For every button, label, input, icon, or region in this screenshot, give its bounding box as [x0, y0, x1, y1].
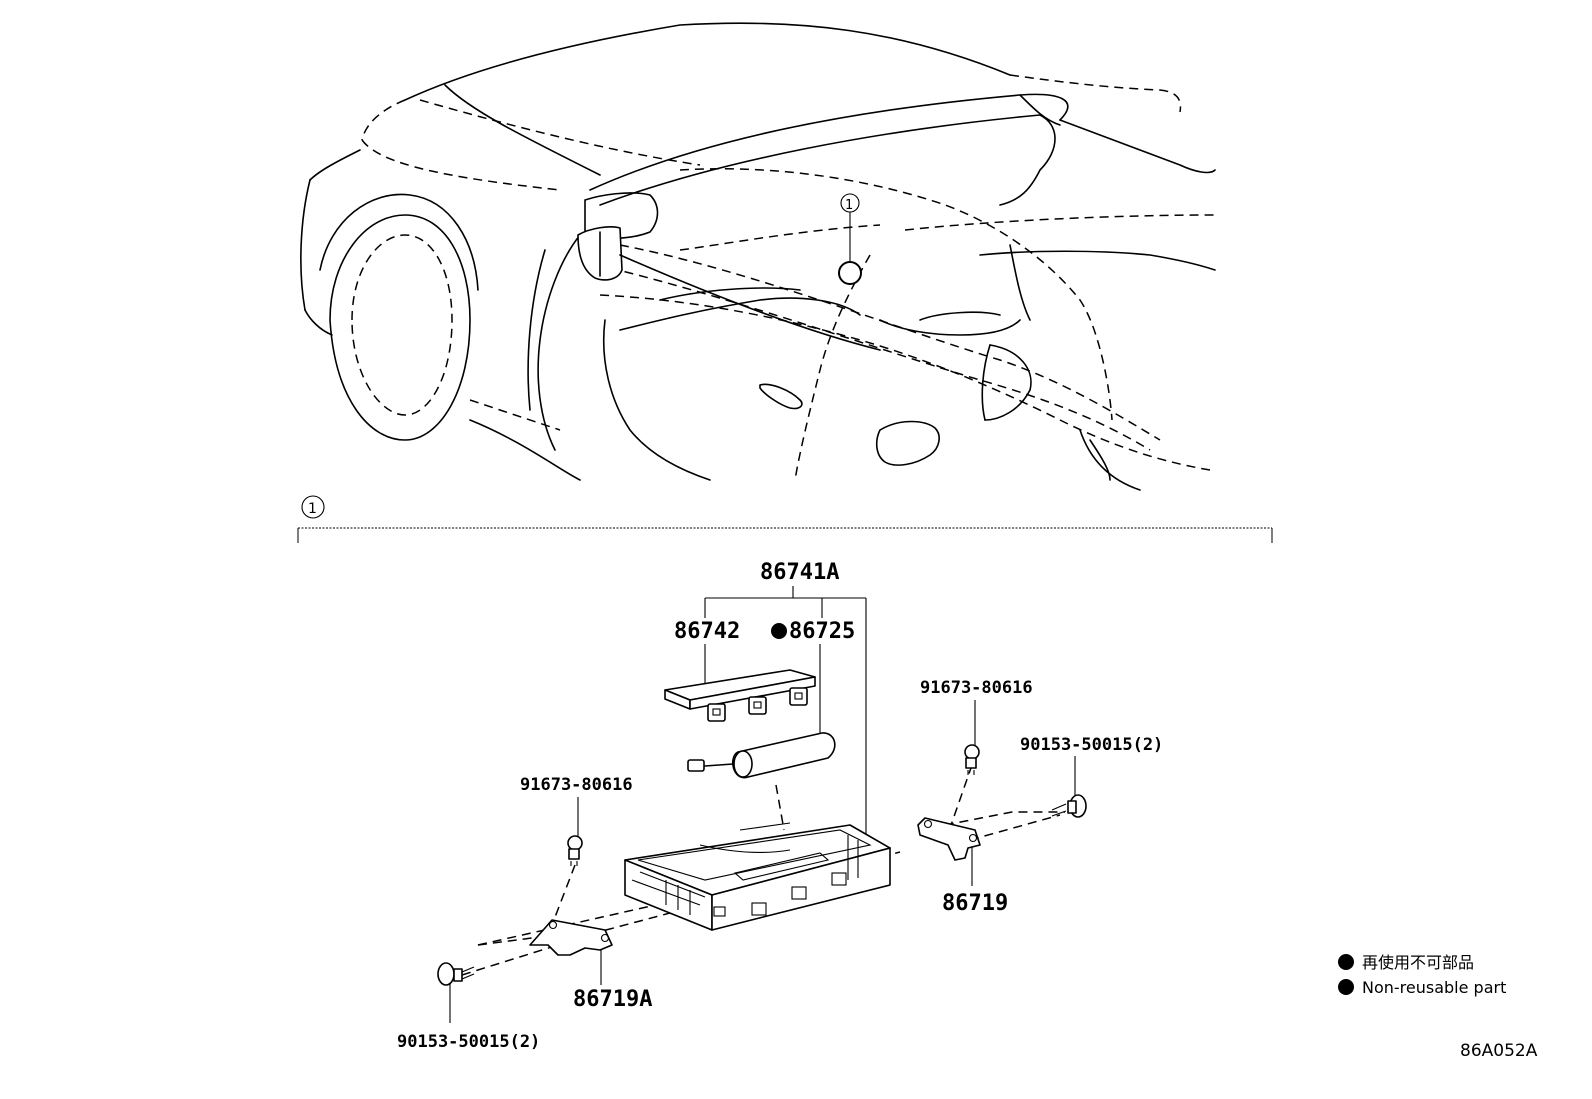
legend-bullet-en: [1338, 979, 1354, 995]
label-91673-80616-right: 91673-80616: [920, 678, 1033, 698]
legend: 再使用不可部品 Non-reusable part: [1338, 953, 1506, 997]
leader-lines: [449, 586, 1076, 1023]
label-90153-50015-right: 90153-50015(2): [1020, 735, 1163, 755]
vehicle-illustration: 1: [300, 22, 1216, 491]
legend-text-jp: 再使用不可部品: [1362, 953, 1474, 972]
part-ecu-86741A: [624, 822, 891, 931]
label-86719A: 86719A: [573, 987, 652, 1012]
label-86742: 86742: [674, 619, 740, 644]
part-bracket-86719: [917, 817, 981, 861]
section-callout-number: 1: [308, 501, 317, 517]
label-91673-80616-left: 91673-80616: [520, 775, 633, 795]
section-bracket: 1: [297, 495, 1273, 543]
vehicle-callout-number: 1: [845, 198, 853, 213]
label-90153-50015-left: 90153-50015(2): [397, 1032, 540, 1052]
part-bolt-91673-right: [964, 744, 980, 775]
part-labels: 86741A 86742 86725 91673-80616 90153-500…: [397, 560, 1163, 1052]
part-cover-86742: [664, 669, 816, 722]
part-bracket-86719A: [529, 919, 613, 956]
label-86725: 86725: [789, 619, 855, 644]
part-bolt-91673-left: [567, 835, 583, 866]
diagram-code: 86A052A: [1460, 1041, 1538, 1061]
part-battery-86725: [687, 732, 836, 779]
label-86741A: 86741A: [760, 560, 839, 585]
legend-text-en: Non-reusable part: [1362, 978, 1506, 997]
part-bolt-90153-right: [1051, 794, 1087, 818]
label-86719: 86719: [942, 891, 1008, 916]
legend-bullet-jp: [1338, 954, 1354, 970]
non-reusable-marker-86725: [771, 623, 787, 639]
part-bolt-90153-left: [437, 962, 475, 986]
